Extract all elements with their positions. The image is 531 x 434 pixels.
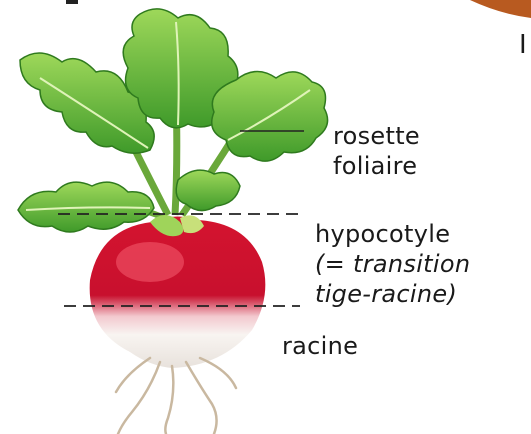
label-racine: racine <box>282 331 358 361</box>
root-hairs <box>116 358 236 434</box>
label-foliaire: foliaire <box>333 151 417 181</box>
radish-bulb <box>90 215 266 368</box>
cropped-edge-letter: I <box>519 30 527 60</box>
label-hypocotyle: hypocotyle <box>315 219 450 249</box>
label-tige-racine: tige-racine) <box>315 279 457 309</box>
leaf-rosette <box>18 9 328 232</box>
cropped-object-fragment <box>470 0 531 18</box>
label-rosette: rosette <box>333 121 420 151</box>
label-transition: (= transition <box>315 249 470 279</box>
corner-mark <box>66 0 78 4</box>
